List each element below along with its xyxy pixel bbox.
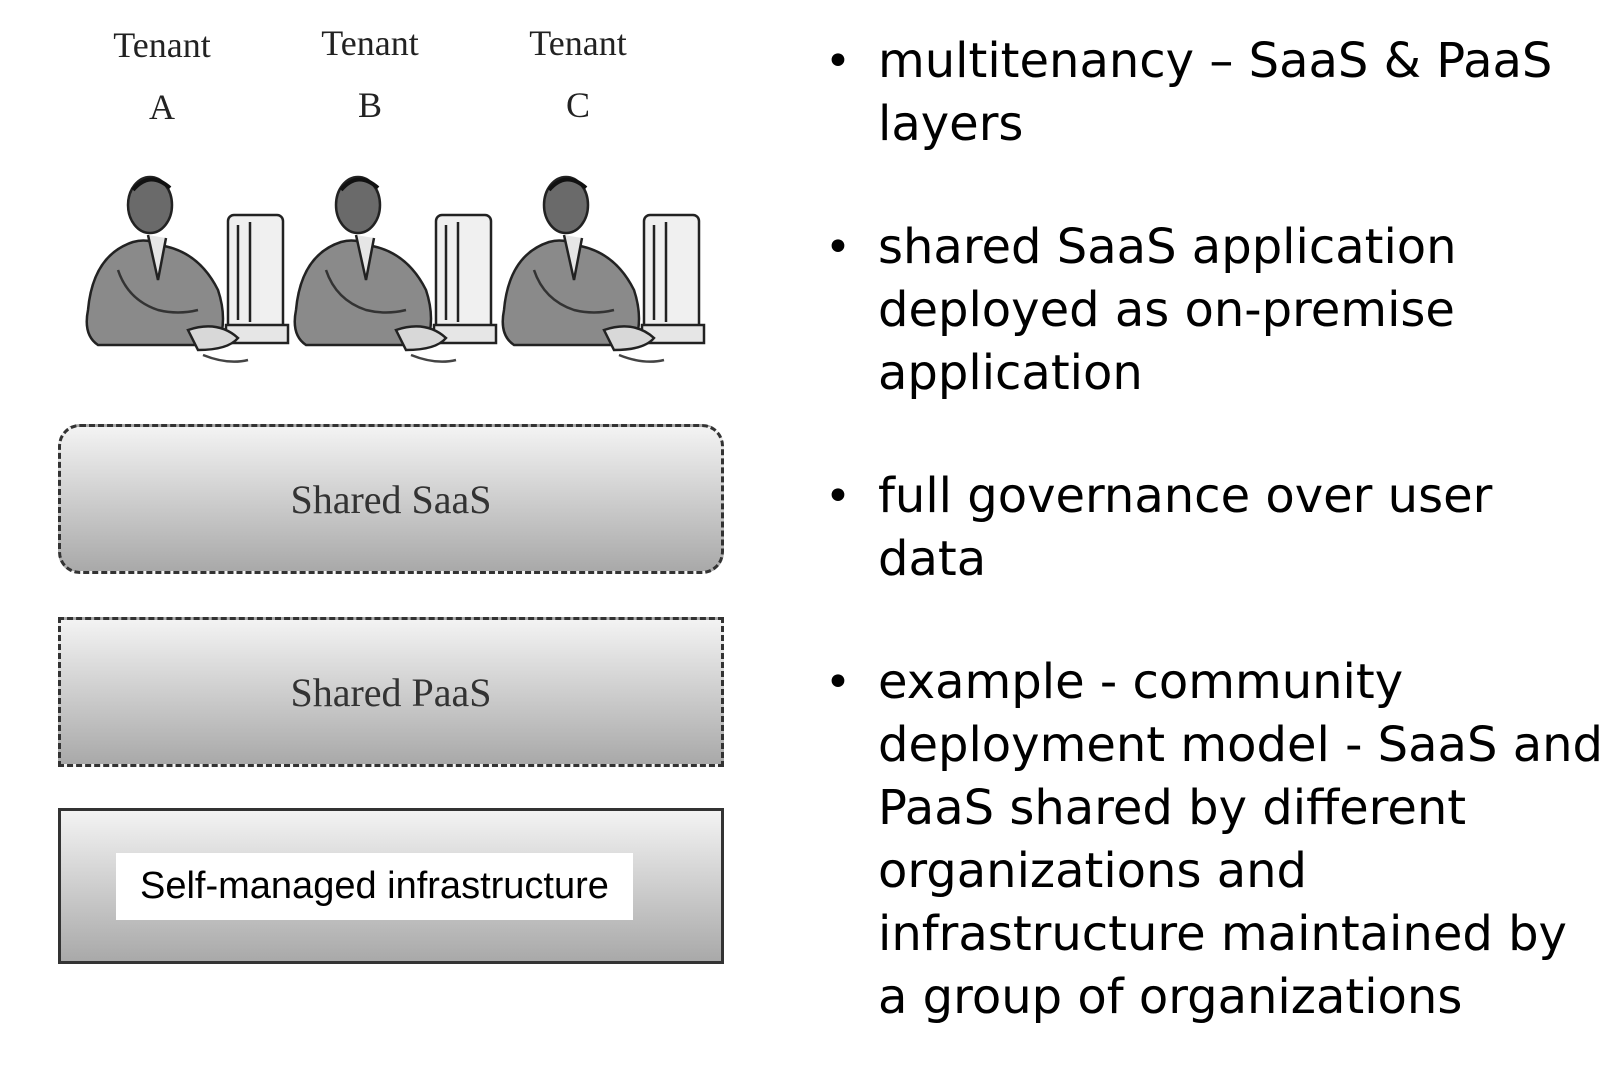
shared-paas-layer: Shared PaaS (58, 617, 724, 767)
bullet-shared-saas-application: shared SaaS application deployed as on-p… (820, 216, 1610, 405)
bullet-community-example: example - community deployment model - S… (820, 651, 1610, 1029)
tenant-a-word: Tenant (113, 25, 211, 65)
shared-saas-layer: Shared SaaS (58, 424, 724, 574)
bullet-multitenancy: multitenancy – SaaS & PaaS layers (820, 30, 1610, 156)
tenant-c-word: Tenant (529, 23, 627, 63)
shared-saas-label: Shared SaaS (290, 476, 492, 522)
tenant-a-person-at-computer-icon (85, 175, 290, 363)
shared-paas-label: Shared PaaS (290, 669, 492, 715)
tenant-b-person-at-computer-icon (293, 175, 498, 363)
bullet-full-governance: full governance over user data (820, 465, 1610, 591)
tenant-c-letter: C (565, 85, 590, 125)
self-managed-infrastructure-label: Self-managed infrastructure (116, 852, 633, 920)
tenant-a-letter: A (149, 87, 175, 127)
tenant-b-label: Tenant B (290, 12, 450, 136)
tenant-c-person-at-computer-icon (501, 175, 706, 363)
tenant-c-label: Tenant C (498, 12, 658, 136)
tenant-a-label: Tenant A (82, 14, 242, 138)
bullet-list: multitenancy – SaaS & PaaS layers shared… (820, 30, 1610, 1089)
self-managed-infrastructure-layer: Self-managed infrastructure (58, 808, 724, 964)
tenant-b-word: Tenant (321, 23, 419, 63)
tenant-b-letter: B (357, 85, 382, 125)
